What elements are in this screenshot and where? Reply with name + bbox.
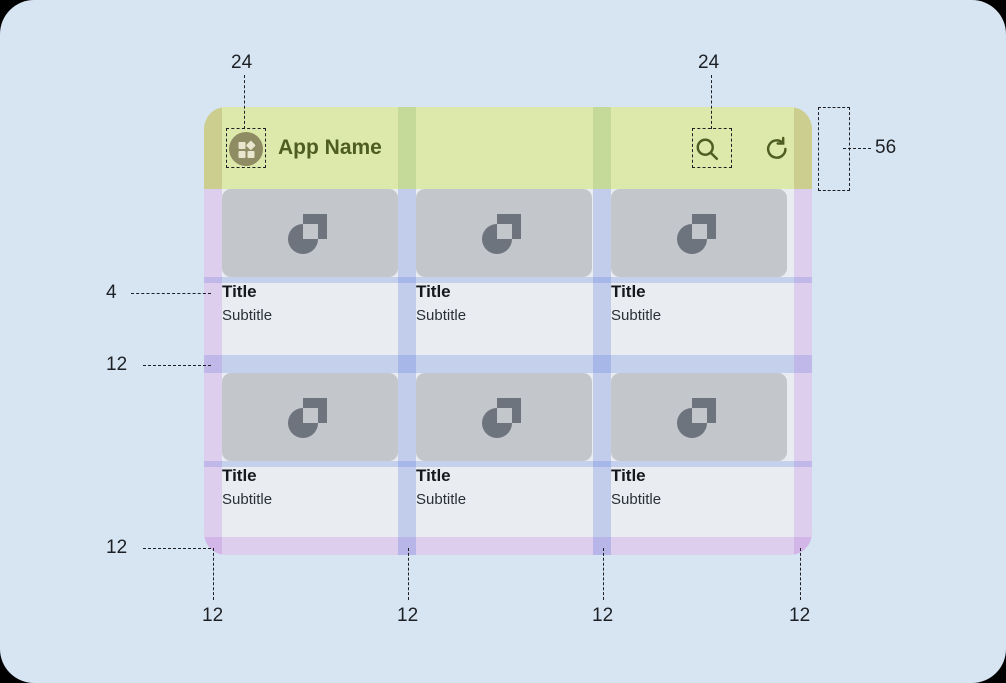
image-title-gap-overlay-row1 bbox=[204, 277, 812, 283]
annotation-appbar-height: 56 bbox=[875, 137, 897, 158]
row-gap-leader-line bbox=[143, 365, 211, 366]
annotation-icon-size-right: 24 bbox=[698, 52, 720, 73]
annotation-row-gap: 12 bbox=[106, 354, 128, 375]
card[interactable]: Title Subtitle bbox=[416, 189, 592, 327]
card-subtitle: Subtitle bbox=[416, 491, 467, 508]
avatar-circle bbox=[229, 132, 263, 166]
app-bar: App Name bbox=[204, 107, 812, 189]
app-grid-icon[interactable] bbox=[229, 132, 263, 166]
annotation-gutter-right: 12 bbox=[789, 605, 811, 626]
card-subtitle: Subtitle bbox=[222, 307, 273, 324]
annotation-icon-size-left: 24 bbox=[231, 52, 253, 73]
left-padding-overlay bbox=[204, 189, 222, 555]
card-subtitle: Subtitle bbox=[611, 307, 662, 324]
card-text: Title Subtitle bbox=[416, 461, 592, 511]
placeholder-glyph bbox=[670, 391, 728, 443]
column-gutter-overlay-1 bbox=[398, 189, 416, 555]
image-placeholder-icon bbox=[416, 189, 592, 277]
card-title: Title bbox=[611, 466, 646, 485]
gutter-left-leader-line bbox=[213, 548, 214, 600]
gutter-right-leader-line bbox=[800, 548, 801, 600]
card-text: Title Subtitle bbox=[611, 277, 787, 327]
card-text: Title Subtitle bbox=[222, 461, 398, 511]
placeholder-glyph bbox=[670, 207, 728, 259]
card-subtitle: Subtitle bbox=[416, 307, 467, 324]
gutter-mid-2-leader-line bbox=[603, 548, 604, 600]
card-title: Title bbox=[416, 282, 451, 301]
annotation-image-title-gap: 4 bbox=[106, 282, 117, 303]
appbar-gutter-overlay-1 bbox=[398, 107, 416, 189]
row-gap-overlay bbox=[204, 355, 812, 373]
leading-icon-size-box bbox=[226, 128, 266, 168]
card[interactable]: Title Subtitle bbox=[611, 189, 787, 327]
placeholder-glyph bbox=[281, 391, 339, 443]
image-placeholder-icon bbox=[611, 373, 787, 461]
app-mock-frame: App Name bbox=[204, 107, 812, 555]
image-placeholder-icon bbox=[222, 373, 398, 461]
image-placeholder-icon bbox=[222, 189, 398, 277]
card-title: Title bbox=[222, 466, 257, 485]
card-text: Title Subtitle bbox=[222, 277, 398, 327]
gutter-mid-1-leader-line bbox=[408, 548, 409, 600]
annotation-bottom-padding: 12 bbox=[106, 537, 128, 558]
appbar-left-padding-overlay bbox=[204, 107, 222, 189]
placeholder-glyph bbox=[475, 207, 533, 259]
appbar-gutter-overlay-2 bbox=[593, 107, 611, 189]
card[interactable]: Title Subtitle bbox=[222, 189, 398, 327]
leading-icon-leader-line bbox=[244, 75, 245, 129]
placeholder-glyph bbox=[281, 207, 339, 259]
appbar-height-box bbox=[818, 107, 850, 191]
appbar-right-padding-overlay bbox=[794, 107, 812, 189]
placeholder-glyph bbox=[475, 391, 533, 443]
card[interactable]: Title Subtitle bbox=[611, 373, 787, 511]
card-grid: Title Subtitle bbox=[204, 189, 812, 555]
appbar-height-leader-line bbox=[843, 148, 871, 149]
card-text: Title Subtitle bbox=[416, 277, 592, 327]
right-padding-overlay bbox=[794, 189, 812, 555]
image-placeholder-icon bbox=[611, 189, 787, 277]
refresh-icon[interactable] bbox=[763, 135, 791, 163]
card-title: Title bbox=[611, 282, 646, 301]
bottom-padding-overlay bbox=[204, 537, 812, 555]
image-title-gap-leader-line bbox=[131, 293, 211, 294]
card-subtitle: Subtitle bbox=[222, 491, 273, 508]
image-placeholder-icon bbox=[416, 373, 592, 461]
search-icon[interactable] bbox=[693, 135, 721, 163]
annotation-gutter-left: 12 bbox=[202, 605, 224, 626]
card-text: Title Subtitle bbox=[611, 461, 787, 511]
card[interactable]: Title Subtitle bbox=[416, 373, 592, 511]
annotation-gutter-mid-1: 12 bbox=[397, 605, 419, 626]
annotation-gutter-mid-2: 12 bbox=[592, 605, 614, 626]
card-title: Title bbox=[416, 466, 451, 485]
card-title: Title bbox=[222, 282, 257, 301]
search-icon-leader-line bbox=[711, 75, 712, 129]
grid-glyph bbox=[238, 140, 256, 158]
bottom-padding-leader-line bbox=[143, 548, 211, 549]
card-subtitle: Subtitle bbox=[611, 491, 662, 508]
card[interactable]: Title Subtitle bbox=[222, 373, 398, 511]
image-title-gap-overlay-row2 bbox=[204, 461, 812, 467]
search-icon-size-box bbox=[692, 128, 732, 168]
column-gutter-overlay-2 bbox=[593, 189, 611, 555]
app-title: App Name bbox=[278, 136, 382, 159]
